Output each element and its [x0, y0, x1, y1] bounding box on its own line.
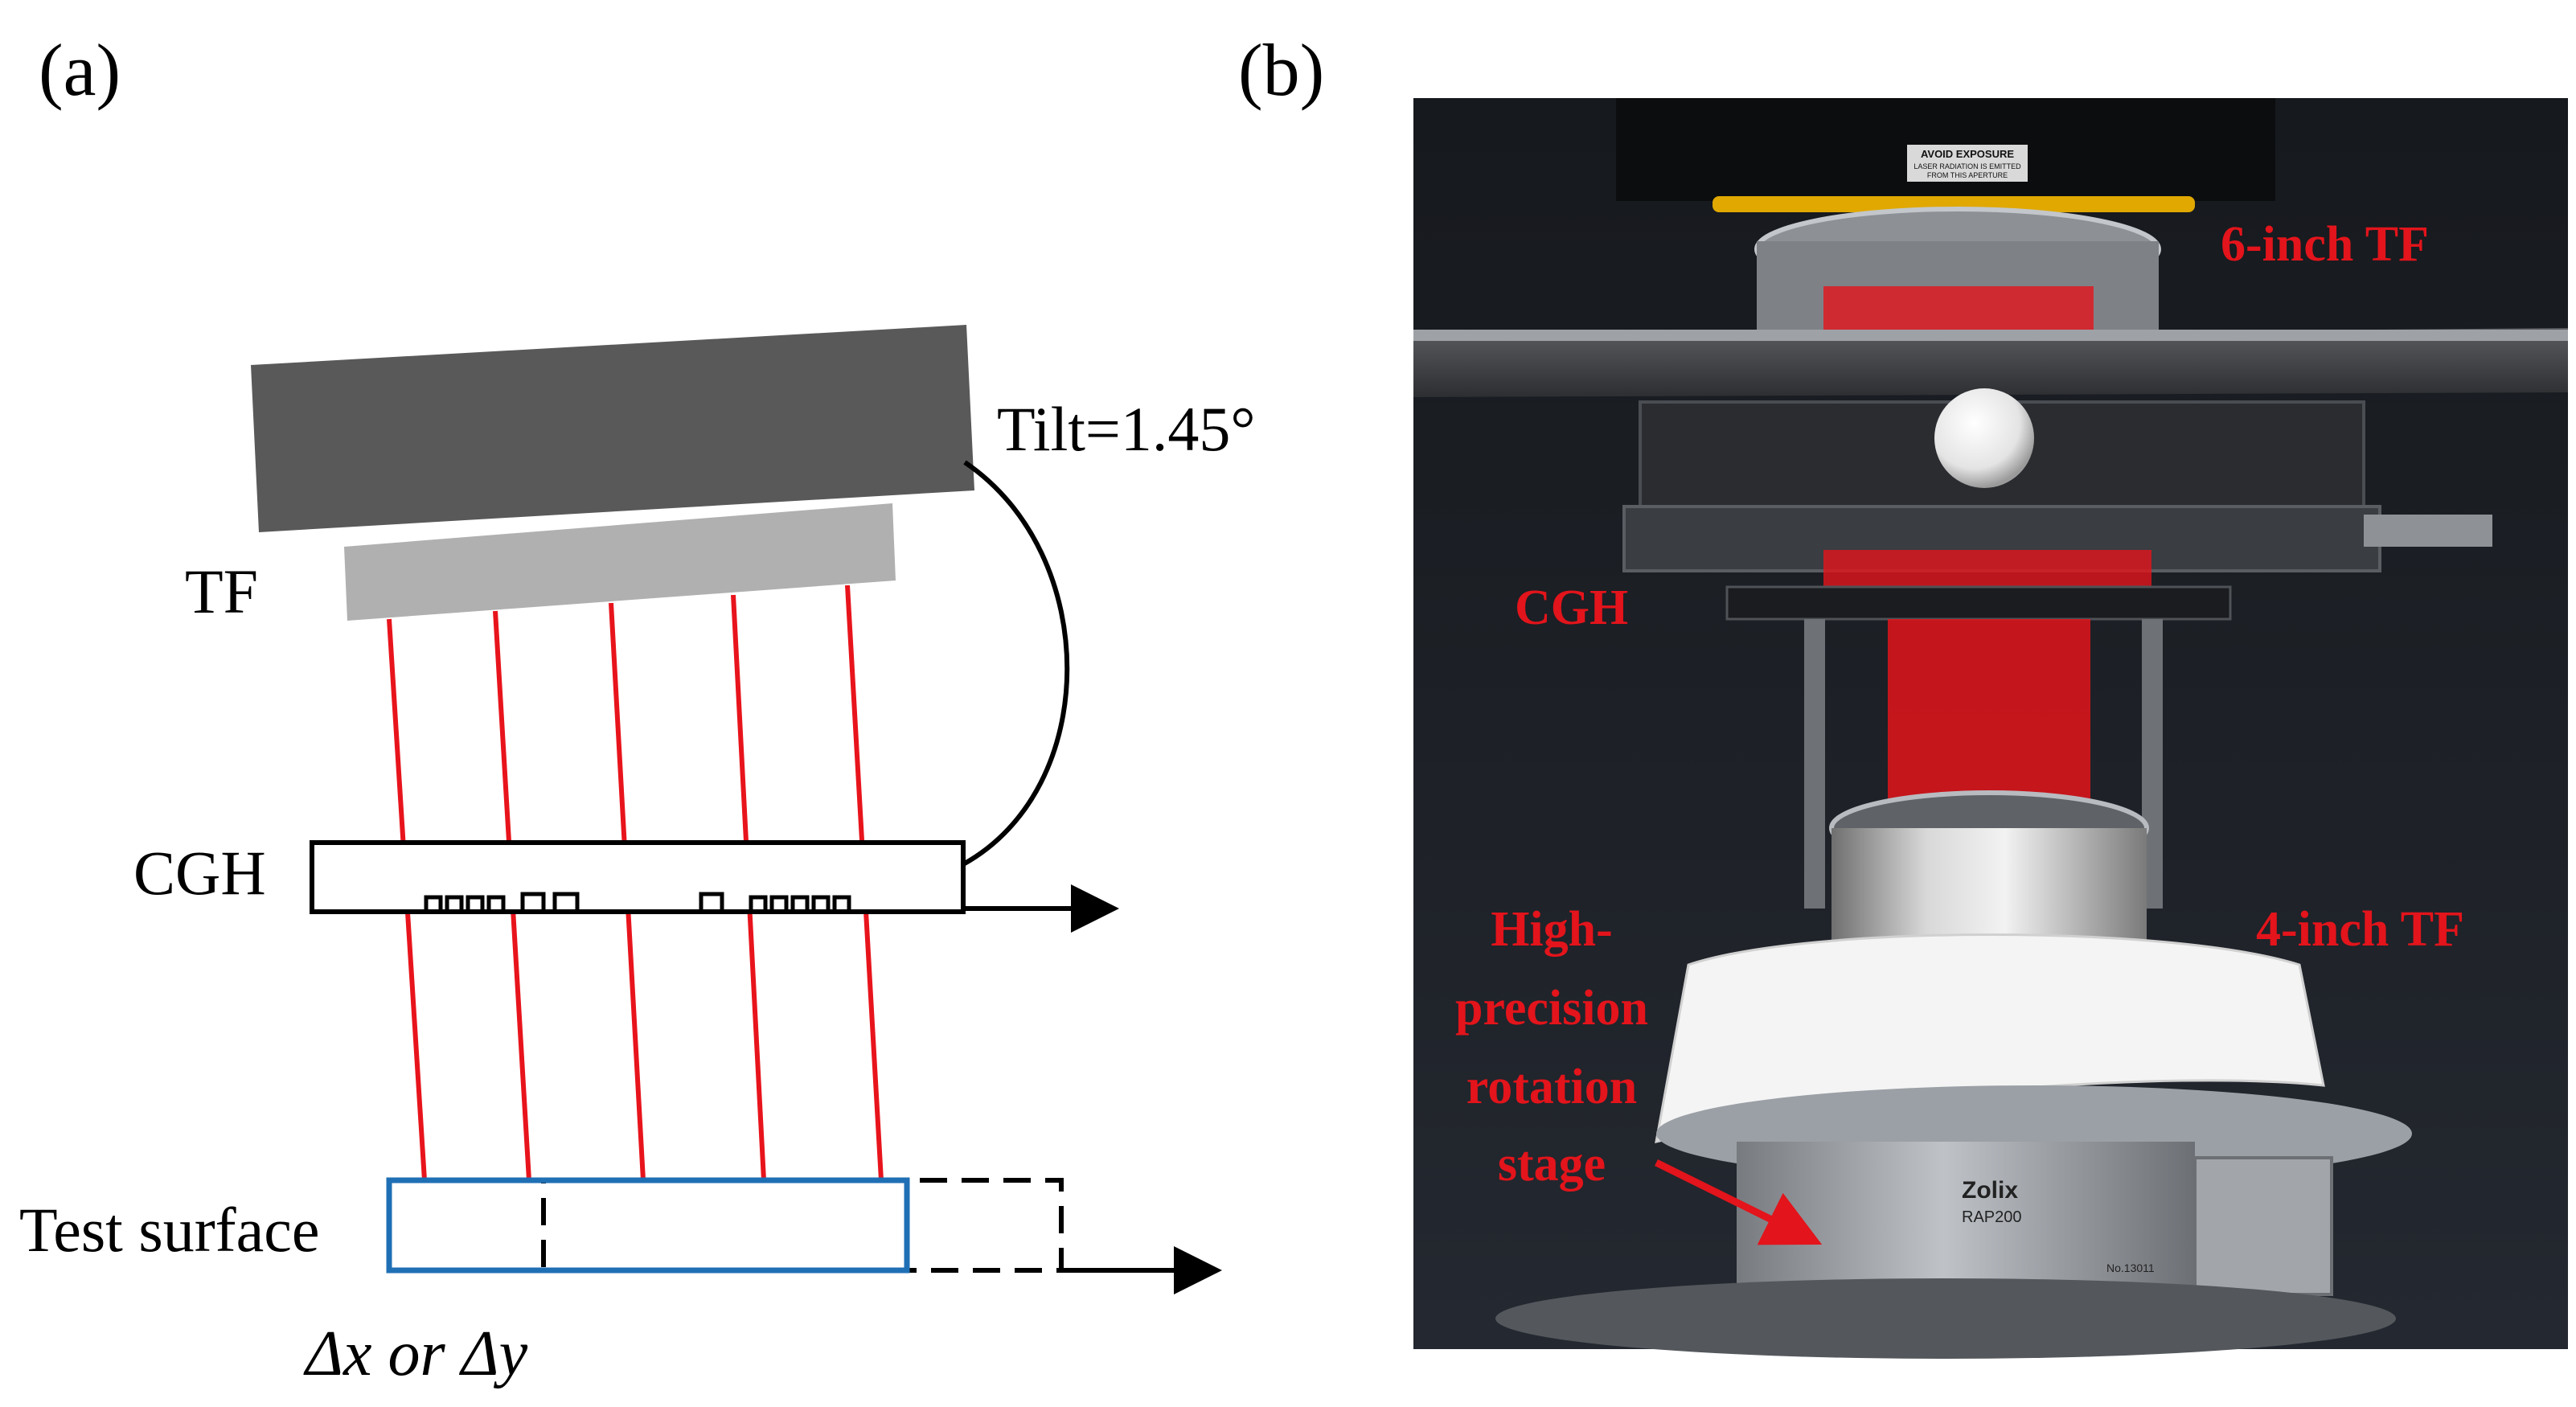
cgh-beam-overlay: [1823, 550, 2151, 590]
warning-line3: FROM THIS APERTURE: [1927, 171, 2008, 179]
cgh-grating: [424, 892, 851, 912]
stage-brand: Zolix: [1962, 1177, 2018, 1204]
warning-line2: LASER RADIATION IS EMITTED: [1914, 162, 2021, 170]
panel-b-photo: (b) AVOID EXPOSURE LASER RADIATION IS EM…: [1238, 29, 2568, 1359]
panel-a-schematic: (a) TF Tilt=1.45° CGH Test surfa: [19, 29, 1256, 1389]
shift-label: Δx or Δy: [303, 1319, 528, 1389]
stage-label-line2: precision: [1455, 981, 1648, 1036]
label-6inch-tf: 6-inch TF: [2221, 217, 2429, 272]
tilt-label: Tilt=1.45°: [997, 394, 1256, 464]
panel-b-label: (b): [1238, 29, 1324, 111]
warning-line1: AVOID EXPOSURE: [1921, 148, 2014, 160]
tf6-beam-overlay: [1823, 286, 2094, 338]
tf-label: TF: [185, 556, 258, 626]
alignment-ball: [1934, 388, 2034, 488]
yellow-gasket: [1713, 196, 2195, 212]
upper-plate: [1413, 328, 2568, 397]
label-rotation-stage: High- precision rotation stage: [1455, 902, 1648, 1192]
cgh-element: [310, 840, 1119, 933]
micrometer: [2364, 515, 2492, 547]
stage-model: RAP200: [1962, 1208, 2022, 1226]
stage-pointer-arrow: [1655, 1159, 1823, 1245]
cgh-plate: [310, 840, 966, 914]
test-surface-label: Test surface: [19, 1195, 320, 1265]
beam-column-overlay: [1888, 619, 2090, 820]
shift-label-dy: Δy: [459, 1319, 528, 1389]
stage-motor: [2193, 1156, 2333, 1296]
stage-serial: No.13011: [2106, 1261, 2155, 1274]
shift-label-or: or: [371, 1319, 461, 1389]
panel-a-label: (a): [39, 29, 121, 111]
test-surface-element: [386, 1177, 1222, 1294]
tilt-arc: [962, 460, 1070, 867]
upper-plate-edge: [1413, 330, 2568, 341]
shift-label-dx: Δx: [303, 1319, 371, 1389]
label-4inch-tf: 4-inch TF: [2256, 902, 2464, 957]
transmission-flat: [344, 503, 896, 621]
label-cgh: CGH: [1515, 580, 1628, 635]
stage-label-line4: stage: [1498, 1137, 1606, 1192]
base-table: [1495, 1278, 2396, 1359]
stage-label-line1: High-: [1491, 902, 1613, 957]
cgh-label: CGH: [133, 838, 266, 908]
laser-warning-sticker: [1907, 145, 2028, 182]
test-surface-shifted: [541, 1178, 1064, 1273]
stage-label-line3: rotation: [1466, 1060, 1637, 1114]
left-rail: [1804, 619, 1825, 909]
test-surface: [386, 1177, 910, 1274]
tf-mount: [251, 325, 974, 532]
cgh-holder: [1725, 585, 2232, 621]
